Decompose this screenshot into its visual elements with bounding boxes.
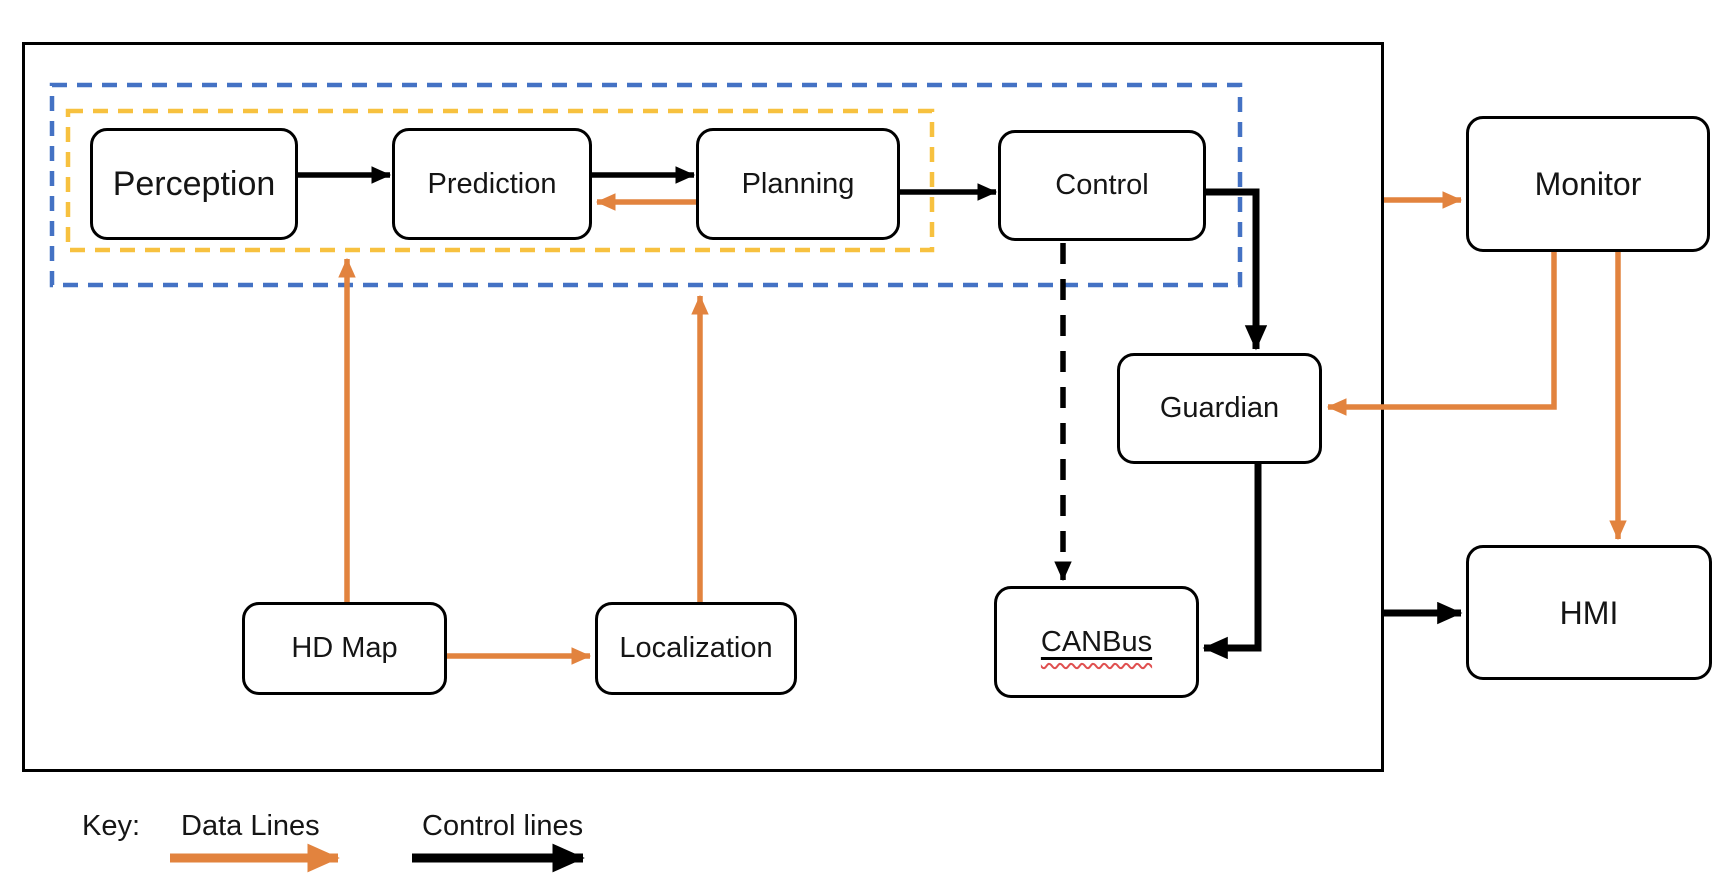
node-guardian-label: Guardian [1159,392,1280,424]
node-canbus-underline: CANBus [1040,625,1153,658]
node-prediction: Prediction [392,128,592,240]
arrow-monitor-to-guardian [1326,252,1557,416]
key-data-lines-label: Data Lines [181,810,320,842]
node-planning-label: Planning [741,167,855,200]
autonomy-group-dashed-outline [49,82,1243,288]
node-hmi-label: HMI [1559,594,1619,631]
node-localization: Localization [595,602,797,695]
node-canbus: CANBus [994,586,1199,698]
node-canbus-label: CANBus [1040,625,1153,658]
node-prediction-label: Prediction [427,167,557,200]
arrow-guardian-to-canbus [1202,464,1262,660]
node-monitor-label: Monitor [1534,166,1642,202]
node-hmi: HMI [1466,545,1712,680]
node-control: Control [998,130,1206,241]
node-hd-map-label: HD Map [291,632,398,664]
key-title: Key: [82,810,141,842]
node-control-label: Control [1055,169,1149,201]
node-perception: Perception [90,128,298,240]
node-guardian: Guardian [1117,353,1322,464]
node-perception-label: Perception [112,165,276,203]
arrow-control-to-guardian [1206,188,1268,351]
node-monitor: Monitor [1466,116,1710,252]
node-hd-map: HD Map [242,602,447,695]
key-control-lines-label: Control lines [422,810,584,842]
node-planning: Planning [696,128,900,240]
pipeline-group-dashed-outline [65,108,935,253]
node-localization-label: Localization [619,632,773,664]
